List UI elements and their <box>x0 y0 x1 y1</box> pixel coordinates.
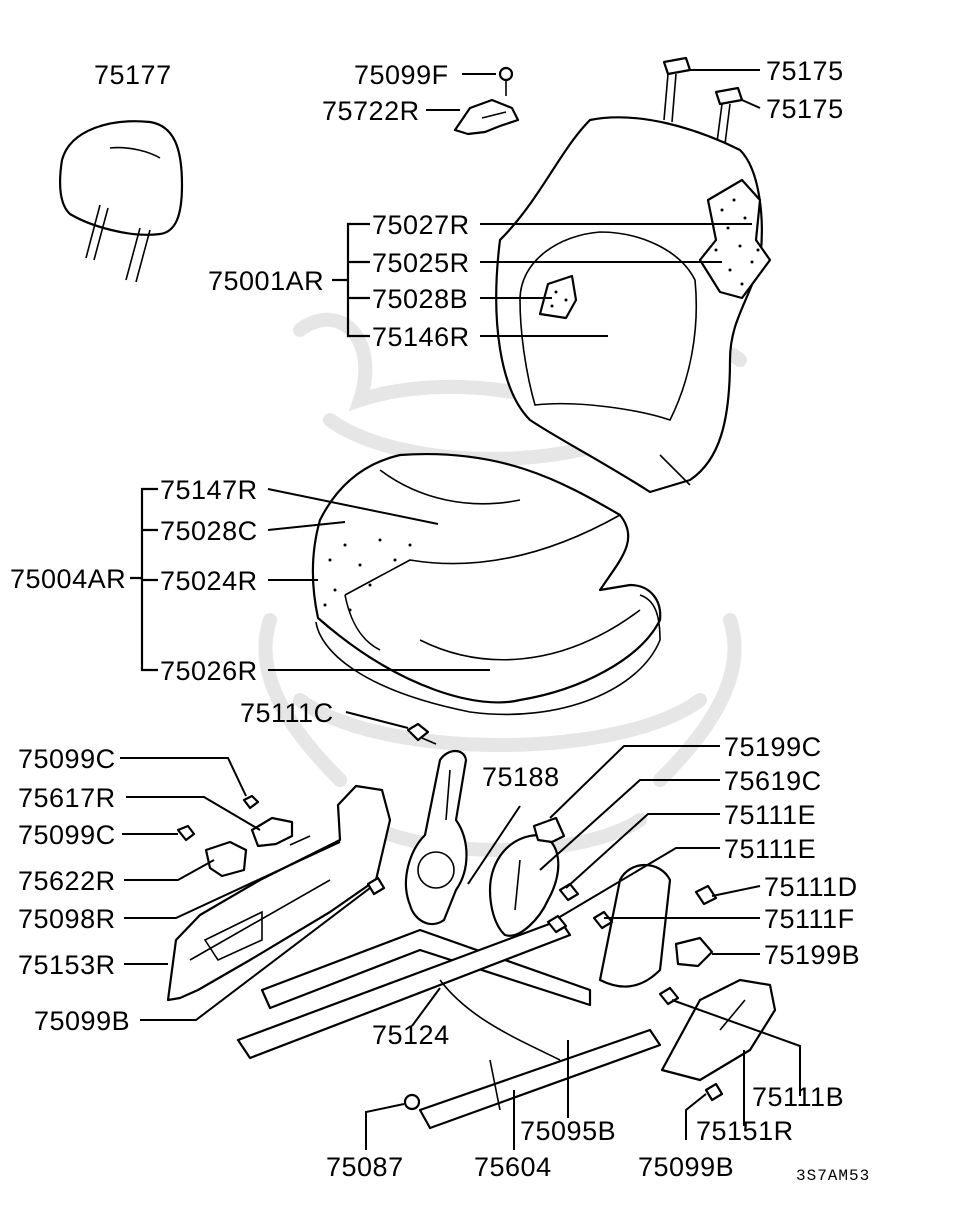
callout-75098r: 75098R <box>18 904 116 934</box>
callout-75151r: 75151R <box>696 1116 794 1146</box>
screw-75099b-b <box>704 1082 724 1102</box>
callout-75146r: 75146R <box>372 322 470 352</box>
assembly-brackets <box>130 222 370 672</box>
nut-75087 <box>403 1093 421 1111</box>
cover-75619c <box>488 833 560 937</box>
recliner-assembly <box>405 749 468 926</box>
callout-75111d: 75111D <box>764 872 858 902</box>
seat-frame-rails <box>236 864 672 1130</box>
side-cover-75151r <box>660 978 777 1082</box>
callout-75111c: 75111C <box>240 698 334 728</box>
screw-75099b-a <box>366 876 386 896</box>
callout-75099b-b: 75099B <box>638 1152 734 1182</box>
callout-75617r: 75617R <box>18 783 116 813</box>
drawing-code: 3S7AM53 <box>796 1167 870 1185</box>
callout-75099c-b: 75099C <box>18 820 116 850</box>
headrest-guides-75175 <box>662 56 744 153</box>
bolts-75111e-f <box>546 882 614 934</box>
pad-dots <box>714 198 760 286</box>
callout-75001ar: 75001AR <box>208 266 324 296</box>
callout-75025r: 75025R <box>372 248 470 278</box>
callout-75175-a: 75175 <box>766 56 844 86</box>
seat-cushion <box>311 453 662 716</box>
callout-75111f: 75111F <box>764 904 855 934</box>
callout-75177: 75177 <box>94 60 172 90</box>
callout-75099b-a: 75099B <box>34 1006 130 1036</box>
cover-75199b <box>674 936 714 968</box>
callout-75028c: 75028C <box>160 516 258 546</box>
callout-labels: 75177 75099F 75722R 75175 75175 75027R 7… <box>10 56 870 1185</box>
callout-75722r: 75722R <box>322 96 420 126</box>
cover-75199c <box>532 816 566 844</box>
callout-75199c: 75199C <box>724 732 822 762</box>
callout-75124: 75124 <box>372 1020 450 1050</box>
seat-back <box>495 116 772 494</box>
cushion-dots <box>323 538 412 612</box>
callout-75099f: 75099F <box>354 60 449 90</box>
leader-lines <box>120 69 801 1150</box>
cover-75617r <box>250 816 294 848</box>
callout-75111e-b: 75111E <box>724 834 816 864</box>
callout-75175-b: 75175 <box>766 94 844 124</box>
callout-75622r: 75622R <box>18 866 116 896</box>
screw-75099f <box>498 66 514 96</box>
handle-75111d-hardware <box>694 884 718 906</box>
callout-75095b: 75095B <box>520 1116 616 1146</box>
callout-75188: 75188 <box>482 762 560 792</box>
headrest <box>59 120 184 283</box>
callout-75604: 75604 <box>474 1152 552 1182</box>
callout-75099c-a: 75099C <box>18 744 116 774</box>
callout-75026r: 75026R <box>160 656 258 686</box>
side-cover-75153r <box>166 784 392 1002</box>
callout-75111b: 75111B <box>752 1082 844 1112</box>
callout-75087: 75087 <box>326 1152 404 1182</box>
callout-75004ar: 75004AR <box>10 564 126 594</box>
callout-75028b: 75028B <box>372 284 468 314</box>
bolt-75111c <box>406 722 437 745</box>
callout-75619c: 75619C <box>724 766 822 796</box>
callout-75153r: 75153R <box>18 950 116 980</box>
callout-75027r: 75027R <box>372 210 470 240</box>
cover-75622r <box>204 840 248 878</box>
callout-75147r: 75147R <box>160 475 258 505</box>
screw-75099c-b <box>176 824 196 842</box>
cover-75722r <box>453 98 520 136</box>
callout-75111e-a: 75111E <box>724 800 816 830</box>
callout-75024r: 75024R <box>160 566 258 596</box>
screw-75099c-a <box>242 794 260 810</box>
callout-75199b: 75199B <box>764 940 860 970</box>
